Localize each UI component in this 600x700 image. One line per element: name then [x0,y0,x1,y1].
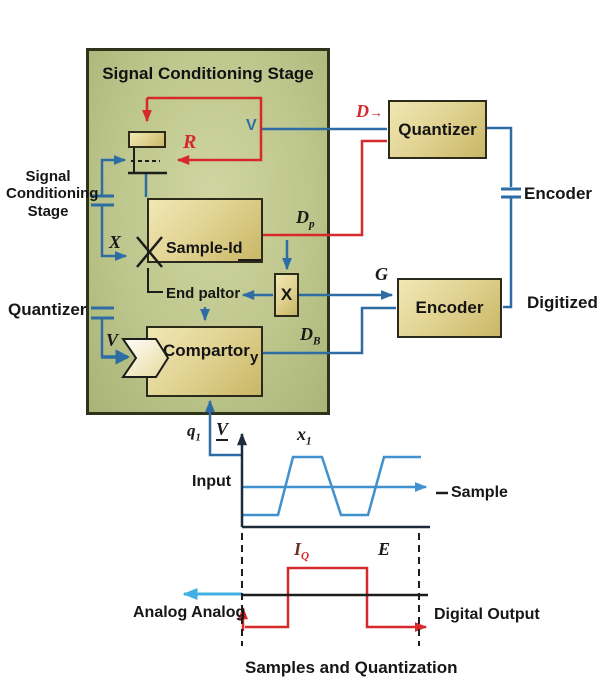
label-g: G [375,264,388,284]
multiplier-x-block: X [274,273,299,317]
label-end-paltor: End paltor [166,285,241,302]
end-paltor-bracket [147,268,163,293]
label-input: Input [192,473,232,490]
input-waveform [242,455,428,517]
label-encoder-cap: Encoder [524,184,593,203]
encoder-block: Encoder [397,278,502,338]
label-q1: q1 [187,421,201,444]
cap1-to-sampler-wire [100,155,127,196]
caption-samples-quantization: Samples and Quantization [245,658,458,677]
label-v-in: V [106,330,119,350]
compartor-output-y: y [250,349,259,366]
trapezoid-wave [242,455,421,517]
label-sample: Sample [451,484,508,501]
r-feedback-loop [147,96,263,165]
quantizer-block: Quantizer [388,100,487,159]
label-e: E [378,539,391,559]
label-x-in: X [109,232,122,252]
label-dp: Dp [296,207,315,231]
db-to-encoder-wire [263,306,396,355]
label-analog: Analog Analog [133,604,246,621]
left-label-quantizer: Quantizer [8,300,87,319]
red-feedback-lines [142,96,428,632]
sample-id-block: Sample-Id [147,198,263,263]
label-x1: x1 [297,424,312,448]
blue-signal-lines [91,126,521,457]
dark-lines [128,148,448,646]
label-iq: IQ [294,539,310,563]
compartor-bottom-arrow [205,399,242,457]
waveform-axes [237,432,430,529]
label-v-top: V [246,117,257,134]
scs-box-title: Signal Conditioning Stage [102,64,314,83]
label-db: DB [300,324,321,348]
multiplier-x-icon [136,236,163,268]
quantizer-out-wire [487,126,513,187]
left-label-signal-conditioning-stage: Signal Conditioning Stage [6,168,99,220]
label-digital-output: Digital Output [434,606,540,623]
comparator-input-banner [121,338,170,378]
right-arrow-icon: → [369,104,383,120]
label-digitized: Digitized [527,293,598,312]
sampler-box [128,131,166,148]
compartor-label: Compartor [163,341,250,360]
dp-to-quantizer-wire [263,139,387,237]
label-r: R [183,131,197,153]
encoder-right-wire [503,198,513,309]
quantized-square-wave [245,566,428,632]
label-d-arrow: D→ [356,101,383,121]
x-input-wire [100,205,128,261]
label-v-axis: V [216,419,229,441]
